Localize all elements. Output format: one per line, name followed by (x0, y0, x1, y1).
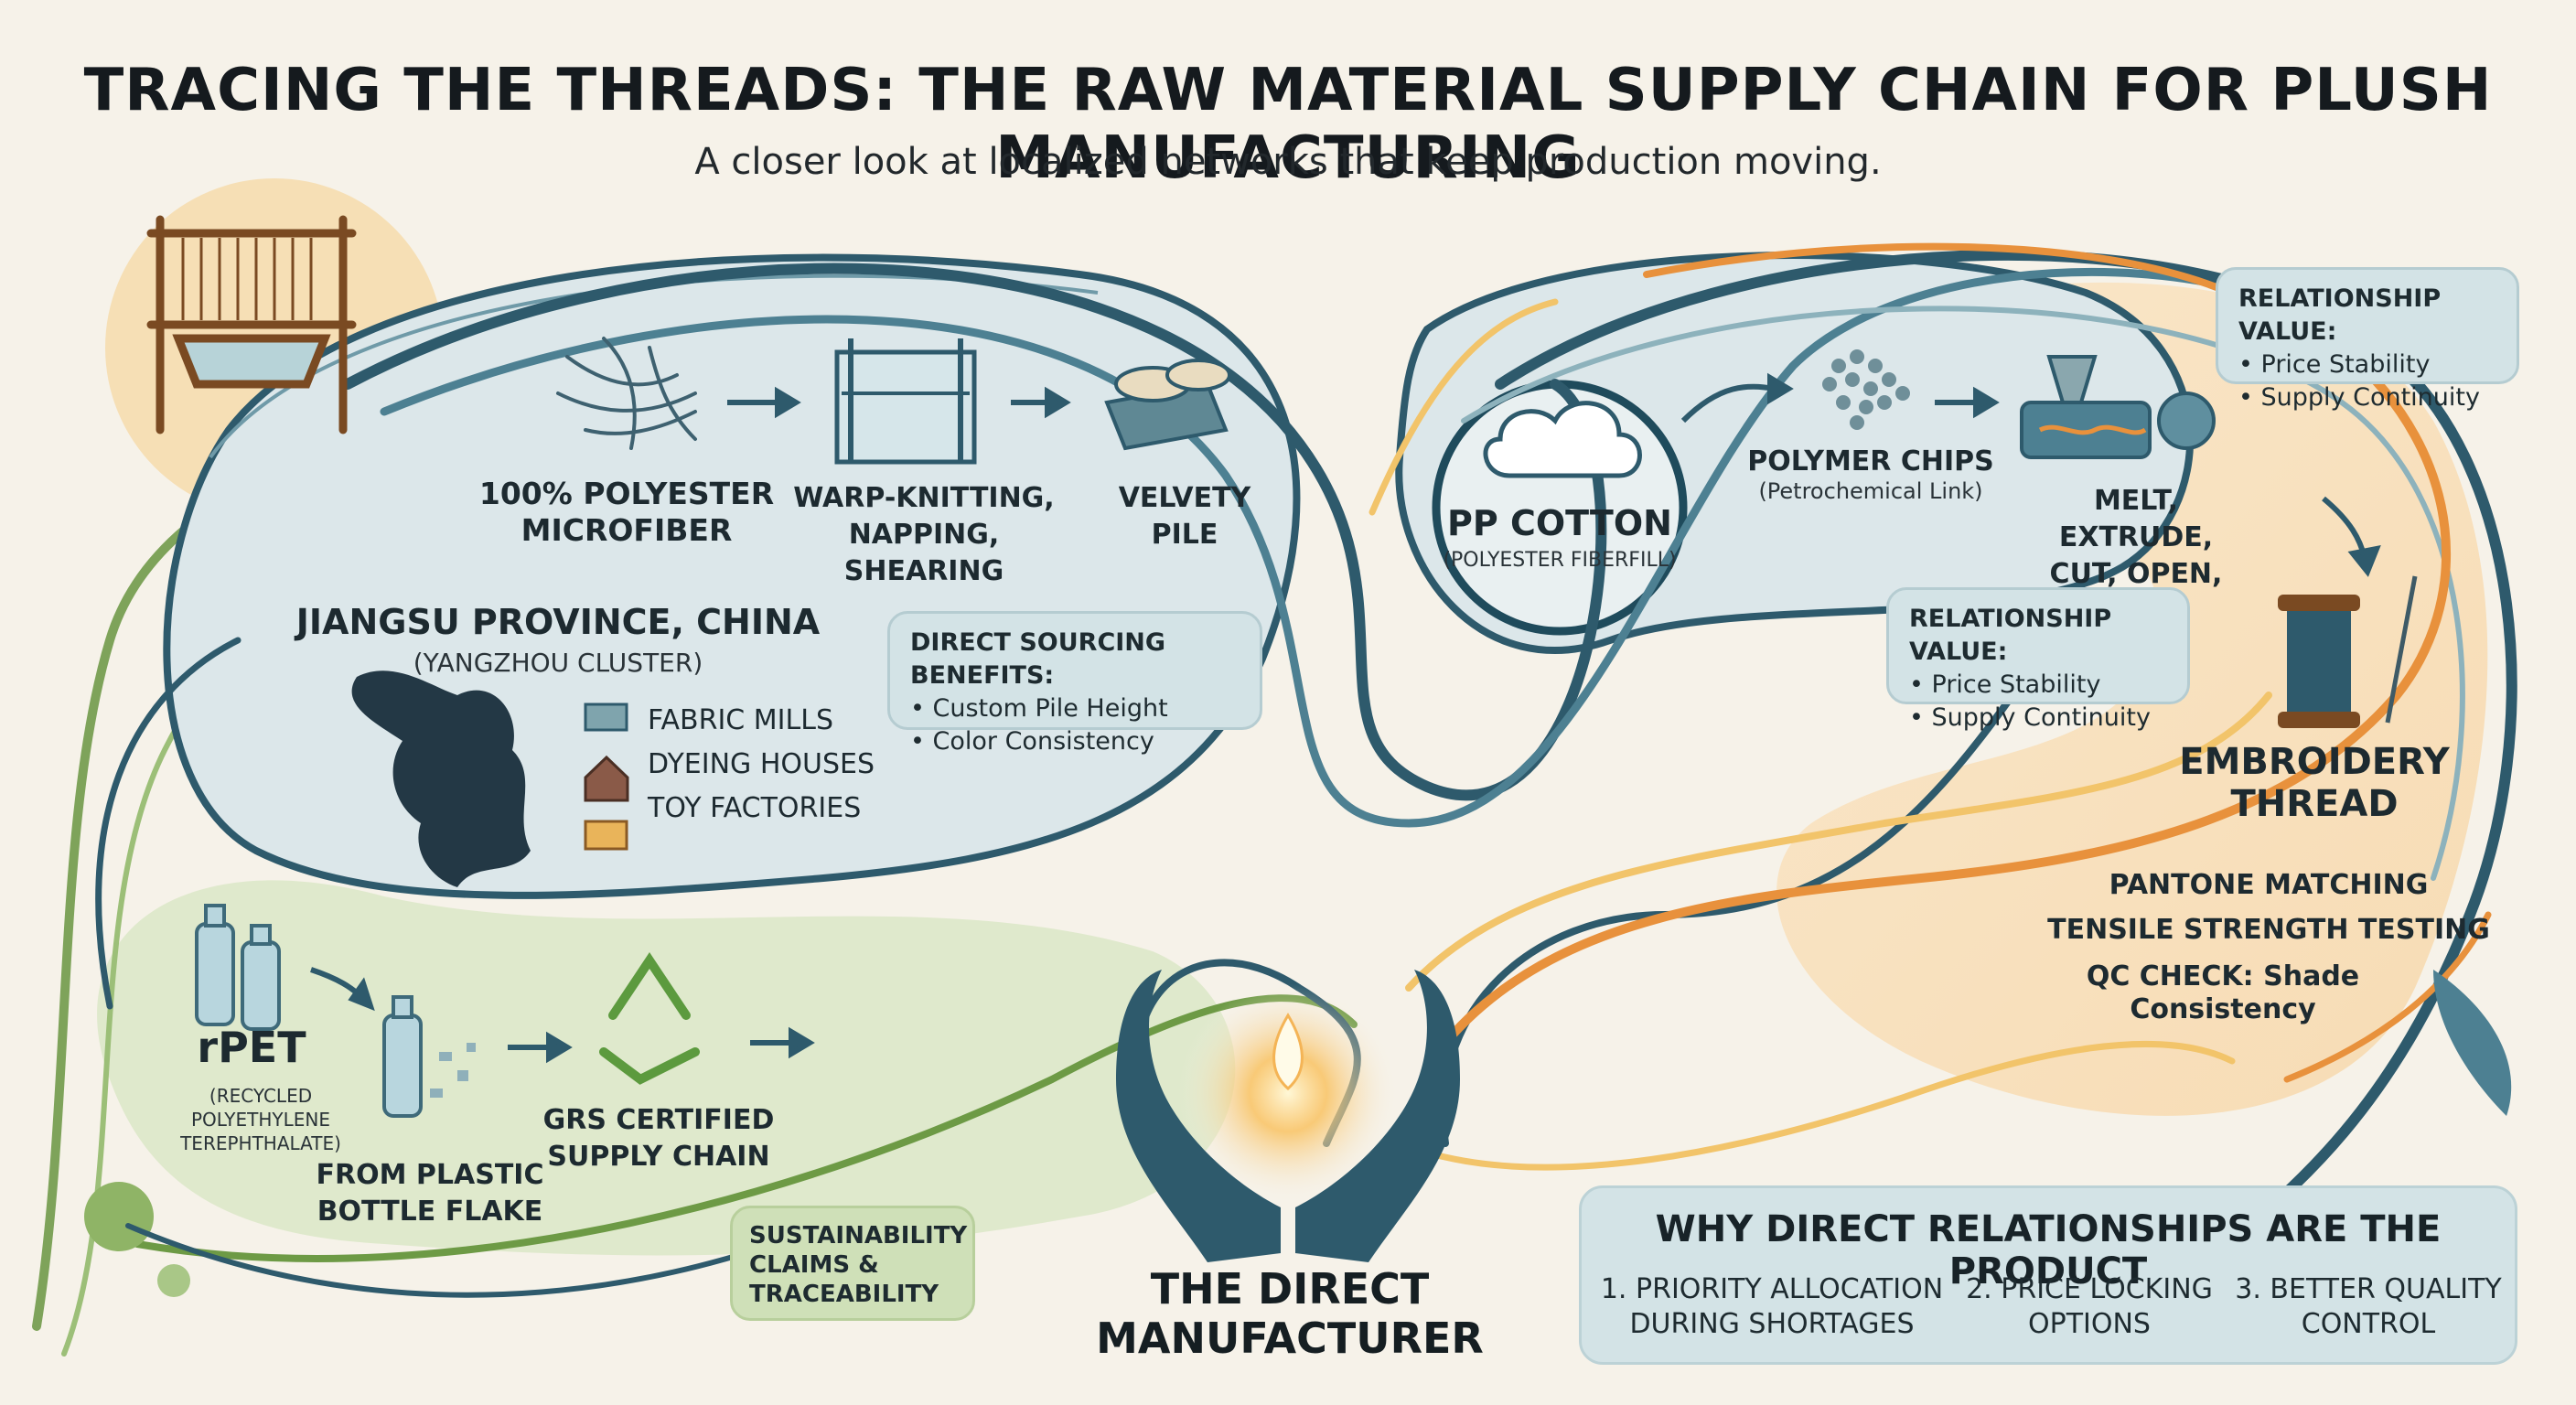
relationship-item: • Supply Continuity (2238, 383, 2480, 412)
embroidery-thread-label: EMBROIDERY THREAD (2179, 741, 2450, 825)
relationship-item: • Price Stability (1909, 670, 2101, 699)
right-hand-icon (1295, 970, 1460, 1262)
benefits-title: DIRECT SOURCING BENEFITS: (910, 628, 1166, 690)
rpet-label: rPET (197, 1023, 306, 1072)
teal-thread-3 (1495, 249, 2517, 1286)
polymer-chips-icon (1822, 349, 1910, 430)
yellow-thread-2 (1368, 298, 1559, 516)
green-dot-small (157, 1264, 190, 1297)
facility-fabric-mills: FABRIC MILLS (648, 704, 833, 736)
teal-leaf (2433, 970, 2512, 1116)
orange-thread-3 (2283, 911, 2492, 1083)
why-item-priority: 1. PRIORITY ALLOCATION DURING SHORTAGES (1600, 1273, 1944, 1340)
yellow-thread-3 (1423, 1041, 2236, 1171)
toy-factory-icon (584, 820, 628, 851)
facility-toy-factories: TOY FACTORIES (648, 792, 862, 824)
thread-spool-icon (2278, 575, 2418, 728)
region-title: JIANGSU PROVINCE, CHINA (295, 602, 821, 642)
knitting-machine-icon (834, 338, 977, 465)
rpet-source-label: FROM PLASTIC BOTTLE FLAKE (316, 1159, 544, 1228)
loom-icon (146, 215, 357, 434)
plastic-bottle-icon (195, 904, 423, 1118)
center-glow (1178, 983, 1398, 1203)
orange-thread-1 (1441, 343, 2451, 1047)
pp-relationship-value: RELATIONSHIP VALUE: • Price Stability • … (1886, 587, 2190, 732)
arrow-icon (727, 386, 1071, 419)
extruder-icon (2020, 355, 2216, 459)
benefit-item: • Color Consistency (910, 727, 1154, 756)
sustainability-claims: SUSTAINABILITY CLAIMS & TRACEABILITY (730, 1206, 975, 1321)
direct-manufacturer-label: THE DIRECT MANUFACTURER (1096, 1264, 1484, 1363)
velvety-pile-icon (1104, 359, 1231, 451)
green-dot (84, 1182, 154, 1251)
jiangsu-map-icon (351, 670, 531, 887)
arrow-icon (310, 967, 815, 1064)
region-cluster: (YANGZHOU CLUSTER) (413, 648, 703, 678)
left-hand-icon (1116, 970, 1281, 1262)
loom-warp-icon (181, 238, 313, 320)
polymer-chips-label: POLYMER CHIPS (1747, 445, 1994, 477)
why-title: WHY DIRECT RELATIONSHIPS ARE THE PRODUCT (1655, 1208, 2442, 1292)
relationship-item: • Price Stability (2238, 350, 2431, 379)
thread-relationship-value: RELATIONSHIP VALUE: • Price Stability • … (2216, 267, 2519, 412)
center-drop (1272, 1013, 1304, 1090)
page-title: TRACING THE THREADS: THE RAW MATERIAL SU… (83, 57, 2493, 192)
polyester-process-label: WARP-KNITTING, NAPPING, SHEARING (793, 482, 1055, 587)
relationship-item: • Supply Continuity (1909, 703, 2151, 732)
relationship-title: RELATIONSHIP VALUE: (1909, 605, 2112, 666)
facility-dyeing-houses: DYEING HOUSES (648, 748, 875, 780)
teal-thread-7 (95, 637, 242, 1010)
bottle-flake-icon (430, 1043, 476, 1098)
why-item-quality: 3. BETTER QUALITY CONTROL (2235, 1273, 2502, 1340)
teal-thread-1 (342, 263, 1607, 801)
relationship-title: RELATIONSHIP VALUE: (2238, 284, 2442, 346)
polymer-chips-detail: (Petrochemical Link) (1758, 478, 1983, 504)
thread-step-qc: QC CHECK: Shade Consistency (2086, 960, 2360, 1025)
rpet-detail: (RECYCLED POLYETHYLENE TEREPHTHALATE) (180, 1085, 341, 1154)
cloud-icon (1483, 401, 1642, 478)
direct-sourcing-benefits: DIRECT SOURCING BENEFITS: • Custom Pile … (887, 611, 1262, 756)
recycle-icon (599, 951, 700, 1085)
polyester-output-label: VELVETY PILE (1118, 482, 1251, 551)
thread-step-pantone: PANTONE MATCHING (2109, 869, 2429, 901)
orange-thread-2 (1643, 242, 2254, 306)
dyeing-house-icon (584, 755, 629, 802)
page-subtitle: A closer look at localized networks that… (694, 141, 1882, 183)
fabric-mill-icon (584, 702, 628, 732)
microfiber-icon (556, 337, 697, 450)
polyester-material-label: 100% POLYESTER MICROFIBER (478, 476, 775, 548)
benefit-item: • Custom Pile Height (910, 694, 1168, 723)
arrow-icon (1680, 372, 2381, 577)
why-item-price-locking: 2. PRICE LOCKING OPTIONS (1966, 1273, 2213, 1340)
pp-cotton-label: PP COTTON (1447, 503, 1672, 543)
thread-step-tensile: TENSILE STRENGTH TESTING (2047, 914, 2490, 946)
why-direct-relationships-box: WHY DIRECT RELATIONSHIPS ARE THE PRODUCT… (1579, 1185, 2517, 1365)
grs-certified-label: GRS CERTIFIED SUPPLY CHAIN (542, 1104, 775, 1173)
yellow-thread-1 (1405, 692, 2272, 992)
teal-thread-2 (380, 267, 2420, 828)
pp-cotton-detail: (POLYESTER FIBERFILL) (1443, 549, 1677, 572)
